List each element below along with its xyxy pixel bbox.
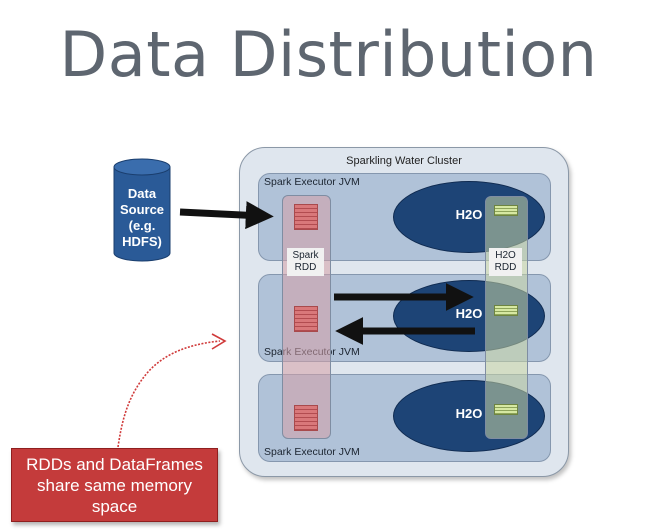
rdd-partition-block bbox=[294, 405, 318, 431]
note-arrow-head bbox=[211, 333, 227, 350]
rdd-partition-block bbox=[294, 204, 318, 230]
data-source-label: Data Source (e.g. HDFS) bbox=[113, 186, 171, 250]
h2o-rdd-label-line2: RDD bbox=[494, 262, 517, 273]
memory-note: RDDs and DataFrames share same memory sp… bbox=[11, 448, 218, 522]
data-source-to-rdd-arrow bbox=[179, 201, 274, 230]
h2o-label: H2O bbox=[455, 207, 483, 222]
h2o-rdd-label: H2O RDD bbox=[489, 248, 522, 276]
h2o-rdd-column bbox=[485, 196, 528, 439]
database-icon bbox=[113, 158, 171, 262]
jvm-label: Spark Executor JVM bbox=[264, 446, 360, 458]
h2o-frame-block bbox=[494, 404, 518, 415]
h2o-label: H2O bbox=[455, 406, 483, 421]
data-source-line: HDFS) bbox=[122, 234, 162, 249]
spark-rdd-label-line2: RDD bbox=[294, 262, 317, 273]
data-source-line: Data bbox=[127, 186, 157, 201]
h2o-frame-block bbox=[494, 205, 518, 216]
note-arrow bbox=[117, 340, 221, 448]
page-title: Data Distribution bbox=[59, 18, 598, 91]
jvm-label: Spark Executor JVM bbox=[264, 176, 360, 188]
cluster-label: Sparkling Water Cluster bbox=[346, 155, 462, 167]
h2o-rdd-label-line1: H2O bbox=[495, 250, 516, 261]
spark-rdd-label-line1: Spark bbox=[292, 250, 319, 261]
h2o-frame-block bbox=[494, 305, 518, 316]
spark-rdd-label: Spark RDD bbox=[287, 248, 324, 276]
data-source-line: (e.g. bbox=[128, 218, 156, 233]
rdd-partition-block bbox=[294, 306, 318, 332]
data-source-line: Source bbox=[119, 202, 165, 217]
